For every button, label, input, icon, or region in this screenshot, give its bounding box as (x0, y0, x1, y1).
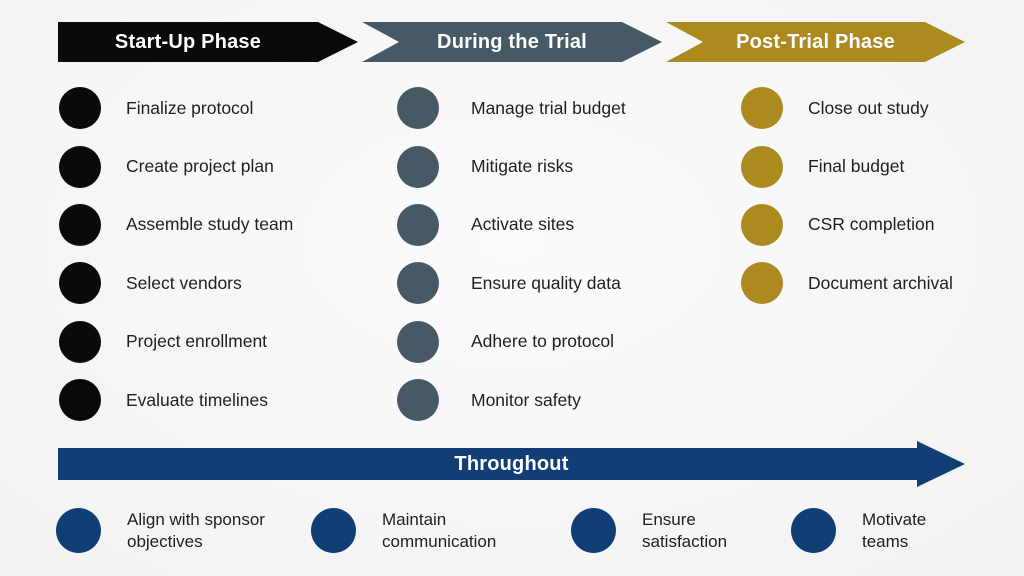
bullet-circle-icon (59, 203, 101, 246)
list-item: Document archival (741, 254, 953, 312)
bullet-circle-icon (741, 203, 783, 246)
list-item: Mitigate risks (397, 137, 626, 195)
list-item: Monitor safety (397, 371, 626, 429)
bullet-circle-icon (59, 379, 101, 422)
list-item: Assemble study team (59, 196, 293, 254)
throughout-banner: Throughout (58, 441, 965, 487)
list-item-label: Project enrollment (126, 331, 268, 352)
bullet-circle-icon (741, 262, 783, 305)
list-item-label: Ensure satisfaction (642, 510, 728, 551)
bullet-circle-icon (397, 145, 439, 188)
list-item-label: Maintain communication (382, 510, 497, 551)
list-item-label: Close out study (808, 97, 929, 118)
list-item: Align with sponsor objectives (56, 508, 277, 553)
list-item: Finalize protocol (59, 79, 293, 137)
startup-phase-item-list: Finalize protocol Create project plan As… (59, 79, 293, 429)
bullet-circle-icon (397, 203, 439, 246)
bullet-circle-icon (59, 262, 101, 305)
bullet-circle-icon (311, 508, 356, 553)
list-item-label: Create project plan (126, 156, 274, 177)
bullet-circle-icon (741, 87, 783, 130)
list-item-label: Final budget (808, 156, 905, 177)
bullet-circle-icon (59, 145, 101, 188)
list-item: Maintain communication (311, 508, 522, 553)
bullet-circle-icon (397, 262, 439, 305)
list-item-label: Ensure quality data (471, 272, 621, 293)
list-item: Project enrollment (59, 313, 293, 371)
phase-banner-post-trial: Post-Trial Phase (666, 22, 965, 62)
list-item-label: Document archival (808, 272, 953, 293)
phase-banner-startup-label: Start-Up Phase (114, 30, 262, 53)
bullet-circle-icon (397, 87, 439, 130)
list-item: Final budget (741, 137, 953, 195)
list-item-label: Mitigate risks (471, 156, 574, 177)
list-item-label: Align with sponsor objectives (127, 510, 265, 551)
list-item-label: Adhere to protocol (471, 331, 615, 352)
phase-banner-during-trial: During the Trial (362, 22, 662, 62)
list-item: Ensure satisfaction (571, 508, 752, 553)
list-item: Create project plan (59, 137, 293, 195)
during-trial-item-list: Manage trial budget Mitigate risks Activ… (397, 79, 626, 429)
bullet-circle-icon (59, 320, 101, 363)
bullet-circle-icon (741, 145, 783, 188)
phase-banner-post-trial-label: Post-Trial Phase (736, 30, 895, 53)
bullet-circle-icon (397, 320, 439, 363)
list-item: Activate sites (397, 196, 626, 254)
post-trial-item-list: Close out study Final budget CSR complet… (741, 79, 953, 313)
list-item-label: Evaluate timelines (126, 389, 269, 410)
bullet-circle-icon (571, 508, 616, 553)
list-item-label: Manage trial budget (471, 97, 626, 118)
phase-banner-during-trial-label: During the Trial (437, 30, 587, 53)
bullet-circle-icon (791, 508, 836, 553)
list-item-label: Motivate teams (862, 510, 927, 551)
list-item: Motivate teams (791, 508, 952, 553)
bullet-circle-icon (56, 508, 101, 553)
list-item: Select vendors (59, 254, 293, 312)
list-item-label: CSR completion (808, 214, 935, 235)
list-item: Adhere to protocol (397, 313, 626, 371)
list-item: CSR completion (741, 196, 953, 254)
bullet-circle-icon (59, 87, 101, 130)
list-item-label: Activate sites (471, 214, 575, 235)
list-item: Manage trial budget (397, 79, 626, 137)
bullet-circle-icon (397, 379, 439, 422)
list-item-label: Assemble study team (126, 214, 294, 235)
phase-banner-startup: Start-Up Phase (58, 22, 358, 62)
list-item-label: Finalize protocol (126, 97, 254, 118)
throughout-banner-label: Throughout (454, 452, 569, 475)
list-item: Close out study (741, 79, 953, 137)
list-item: Ensure quality data (397, 254, 626, 312)
list-item-label: Select vendors (126, 272, 242, 293)
list-item-label: Monitor safety (471, 389, 581, 410)
list-item: Evaluate timelines (59, 371, 293, 429)
